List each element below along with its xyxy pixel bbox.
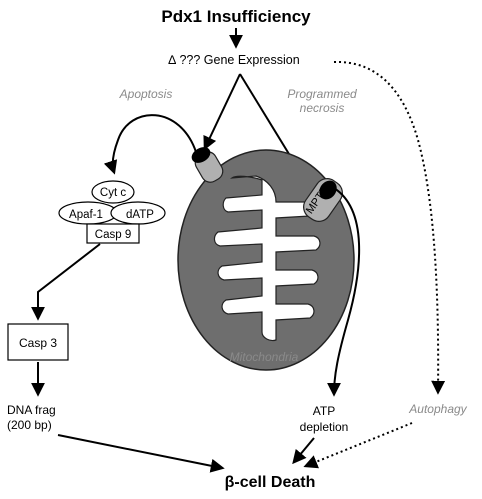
cytc-oval [91, 180, 135, 204]
arrow-dnafrag-to-death [57, 434, 225, 473]
dotted-arrow-autophagy-to-death [303, 422, 413, 469]
casp9-label: Casp 9 [95, 229, 131, 241]
apaf1-label: Apaf-1 [69, 209, 103, 221]
apoptosis-channel [191, 147, 224, 183]
atp-label-1: ATP [313, 404, 335, 418]
arrow-expression-to-apoptosis-channel [203, 73, 241, 151]
arrow-casp9-to-casp3 [31, 243, 101, 321]
gene-expression: ∆ ??? Gene Expression [168, 53, 299, 67]
programmed-necrosis-label-1: Programmed [287, 87, 357, 101]
casp3-box [7, 323, 69, 361]
apoptosis-label: Apoptosis [119, 87, 173, 101]
mitochondria-label: Mitochondria [230, 350, 299, 364]
title: Pdx1 Insufficiency [161, 7, 311, 26]
dna-frag-label-1: DNA frag [7, 403, 56, 417]
dna-frag-label-2: (200 bp) [7, 418, 52, 432]
apoptosome: Cyt c Apaf-1 dATP Casp 9 [58, 180, 166, 244]
casp3-label: Casp 3 [19, 336, 57, 350]
arrow-mptp-to-atp [327, 187, 361, 397]
arrow-channel-to-cytc [103, 114, 197, 175]
atp-label-2: depletion [300, 420, 349, 434]
autophagy-label: Autophagy [408, 402, 467, 416]
programmed-necrosis-label-2: necrosis [300, 101, 345, 115]
arrow-atp-to-death [292, 437, 315, 465]
dotted-arrow-to-autophagy [333, 60, 446, 395]
beta-cell-death: β-cell Death [225, 474, 316, 491]
cristae [213, 175, 321, 342]
casp9-box [86, 223, 140, 244]
cytc-label: Cyt c [100, 187, 126, 199]
datp-label: dATP [126, 209, 154, 221]
